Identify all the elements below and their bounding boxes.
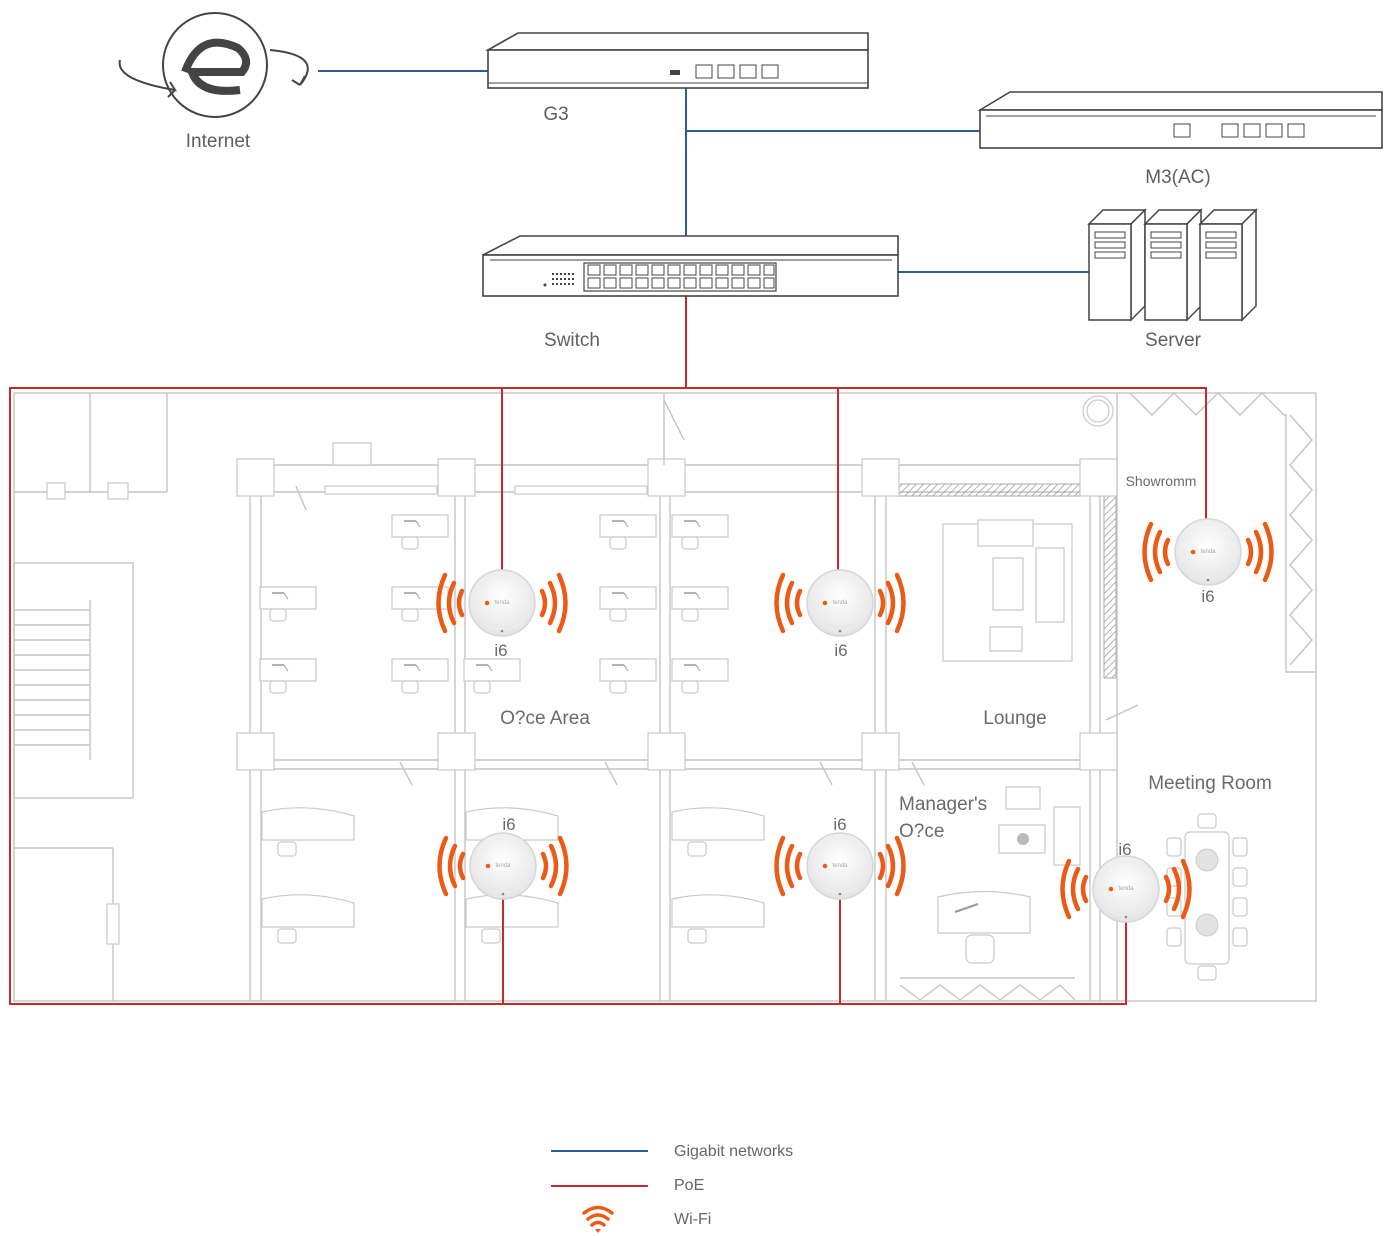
- server-label: Server: [1145, 330, 1202, 351]
- manager-office-label-line1: Manager's: [899, 794, 987, 815]
- ap-brand: tenda: [1200, 549, 1216, 555]
- access-point-4: i6 tenda: [440, 815, 567, 899]
- legend-wifi-label: Wi-Fi: [674, 1211, 711, 1228]
- ap-brand: tenda: [832, 600, 848, 606]
- manager-office-label-line2: O?ce: [899, 821, 944, 842]
- switch-device: [482, 235, 899, 297]
- access-point-2: tenda i6: [777, 570, 904, 660]
- ap-label: i6: [833, 815, 846, 834]
- wifi-icon: [582, 1205, 614, 1233]
- office-area-label: O?ce Area: [500, 708, 590, 729]
- g3-router: [484, 32, 869, 89]
- internet-icon: [118, 12, 309, 118]
- ap-label: i6: [1118, 840, 1131, 859]
- ap-label: i6: [502, 815, 515, 834]
- floor-plan: [13, 392, 1317, 1002]
- stairs: [14, 600, 91, 760]
- lounge-label: Lounge: [983, 708, 1046, 729]
- showroom-label: Showromm: [1126, 473, 1197, 489]
- ap-label: i6: [1201, 587, 1214, 606]
- meeting-room-label: Meeting Room: [1148, 773, 1272, 794]
- ap-label: i6: [494, 641, 507, 660]
- poe-trunk: [9, 296, 1127, 1005]
- switch-label: Switch: [544, 330, 600, 351]
- legend-poe-label: PoE: [674, 1177, 704, 1194]
- access-point-5: i6 tenda: [777, 815, 904, 899]
- ap-brand: tenda: [832, 863, 848, 869]
- access-point-6: i6 tenda: [1063, 840, 1190, 922]
- m3-label: M3(AC): [1145, 167, 1210, 188]
- g3-label: G3: [543, 104, 568, 125]
- ap-brand: tenda: [494, 600, 510, 606]
- legend-gigabit-label: Gigabit networks: [674, 1143, 793, 1160]
- access-point-1: tenda i6: [439, 570, 566, 660]
- server-rack: [1088, 209, 1257, 321]
- ap-label: i6: [834, 641, 847, 660]
- poe-links: [9, 296, 1207, 1005]
- m3-controller: [977, 91, 1383, 149]
- access-point-3: tenda i6: [1145, 519, 1272, 606]
- ap-brand: tenda: [1118, 886, 1134, 892]
- gigabit-links: [318, 70, 1090, 273]
- legend: Gigabit networks PoE Wi-Fi: [551, 1143, 793, 1233]
- ap-brand: tenda: [495, 863, 511, 869]
- internet-label: Internet: [186, 131, 251, 152]
- poe-drop-ap3: [686, 387, 1207, 522]
